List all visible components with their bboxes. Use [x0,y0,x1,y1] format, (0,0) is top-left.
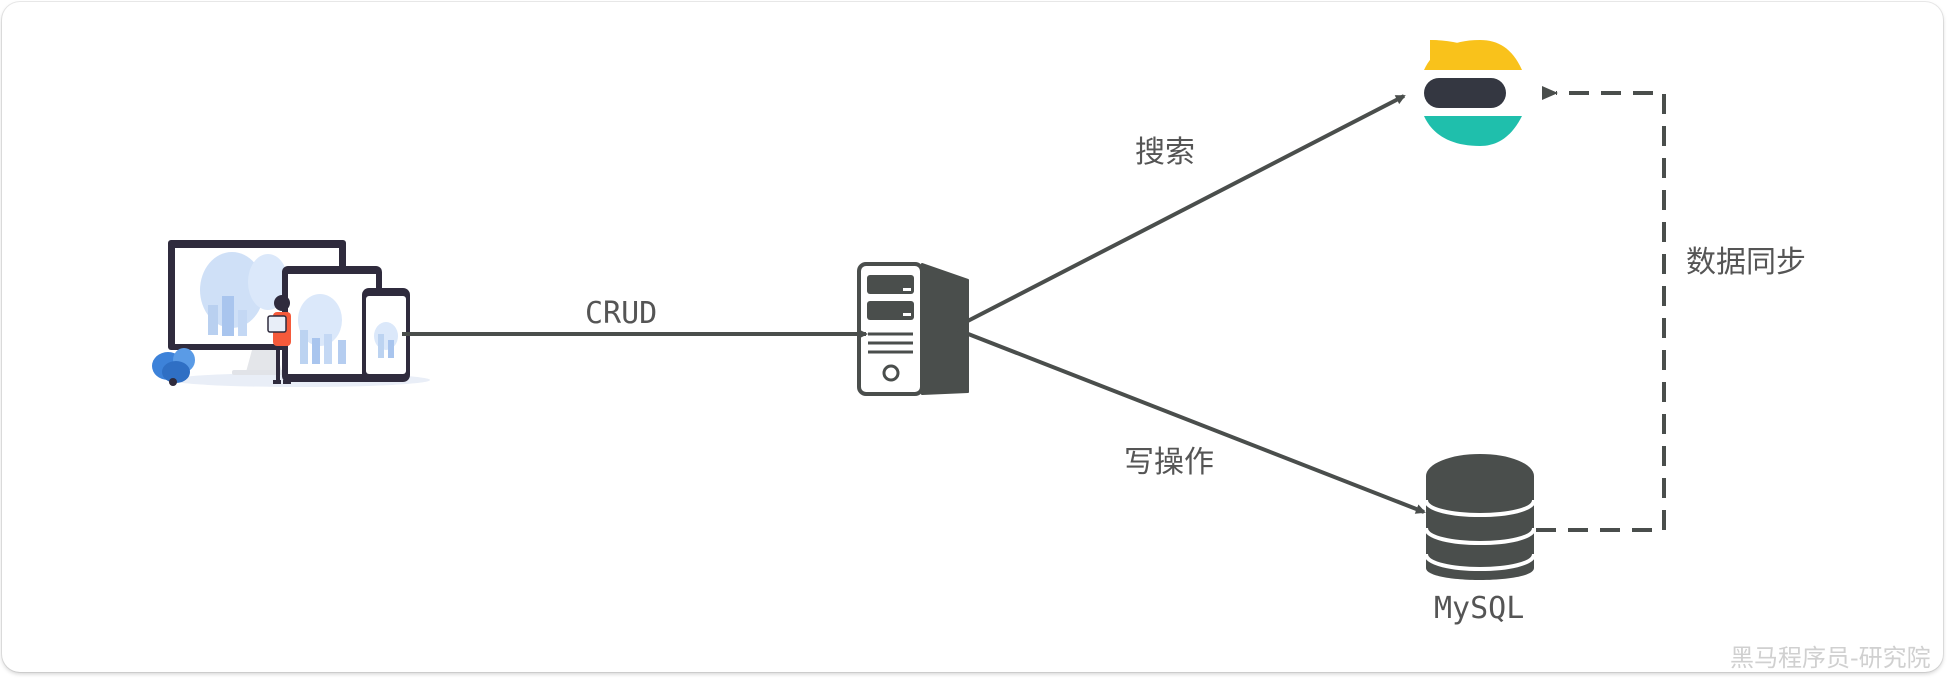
write-arrow [958,330,1424,512]
client-devices-icon [152,240,430,387]
search-arrow [958,96,1404,326]
server-icon [859,264,968,394]
search-label: 搜索 [1135,135,1195,170]
sync-label: 数据同步 [1686,245,1806,280]
sync-arrow [1536,93,1664,530]
database-label: MySQL [1434,591,1524,626]
database-icon [1426,454,1534,580]
elasticsearch-icon [1424,40,1522,146]
watermark: 黑马程序员-研究院 [1730,644,1931,672]
write-label: 写操作 [1124,445,1214,480]
crud-label: CRUD [585,296,657,331]
